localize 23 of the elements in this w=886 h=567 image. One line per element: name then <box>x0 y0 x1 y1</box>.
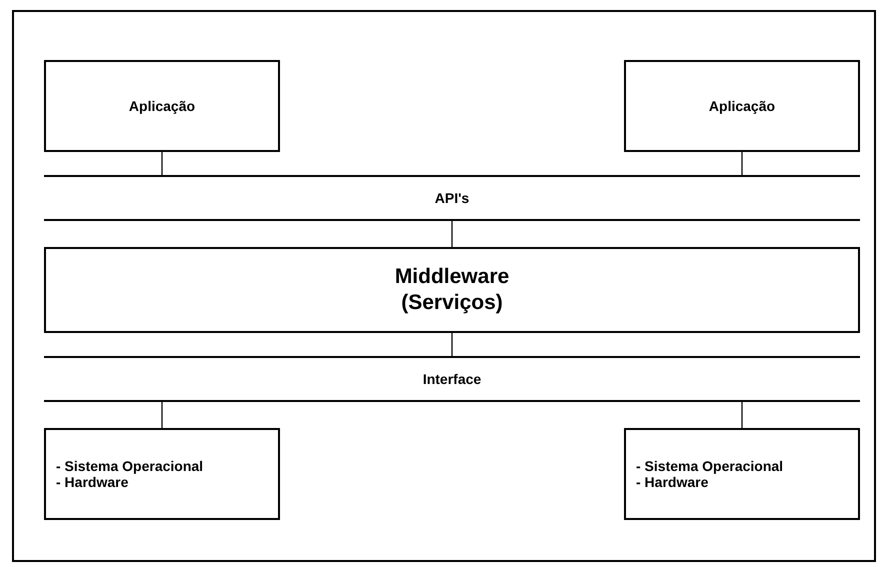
system-box <box>44 428 280 520</box>
application-box <box>624 60 860 152</box>
connector-line <box>451 333 453 356</box>
middleware-box <box>44 247 860 333</box>
application-box <box>44 60 280 152</box>
node-label: Interface <box>422 371 482 387</box>
node-label: API's <box>434 190 470 206</box>
connector-line <box>161 402 163 428</box>
node-label: - Sistema Operacional <box>636 458 784 474</box>
outer-frame <box>12 10 876 562</box>
node-label: Aplicação <box>128 98 196 114</box>
node-label: Aplicação <box>708 98 776 114</box>
node-label: - Hardware <box>56 474 128 490</box>
node-label: - Sistema Operacional <box>56 458 204 474</box>
layer-band <box>44 175 860 221</box>
connector-line <box>161 152 163 175</box>
node-label: Middleware (Serviços) <box>394 264 510 316</box>
system-box <box>624 428 860 520</box>
layer-band <box>44 356 860 402</box>
connector-line <box>741 152 743 175</box>
connector-line <box>741 402 743 428</box>
connector-line <box>451 221 453 247</box>
node-label: - Hardware <box>636 474 708 490</box>
